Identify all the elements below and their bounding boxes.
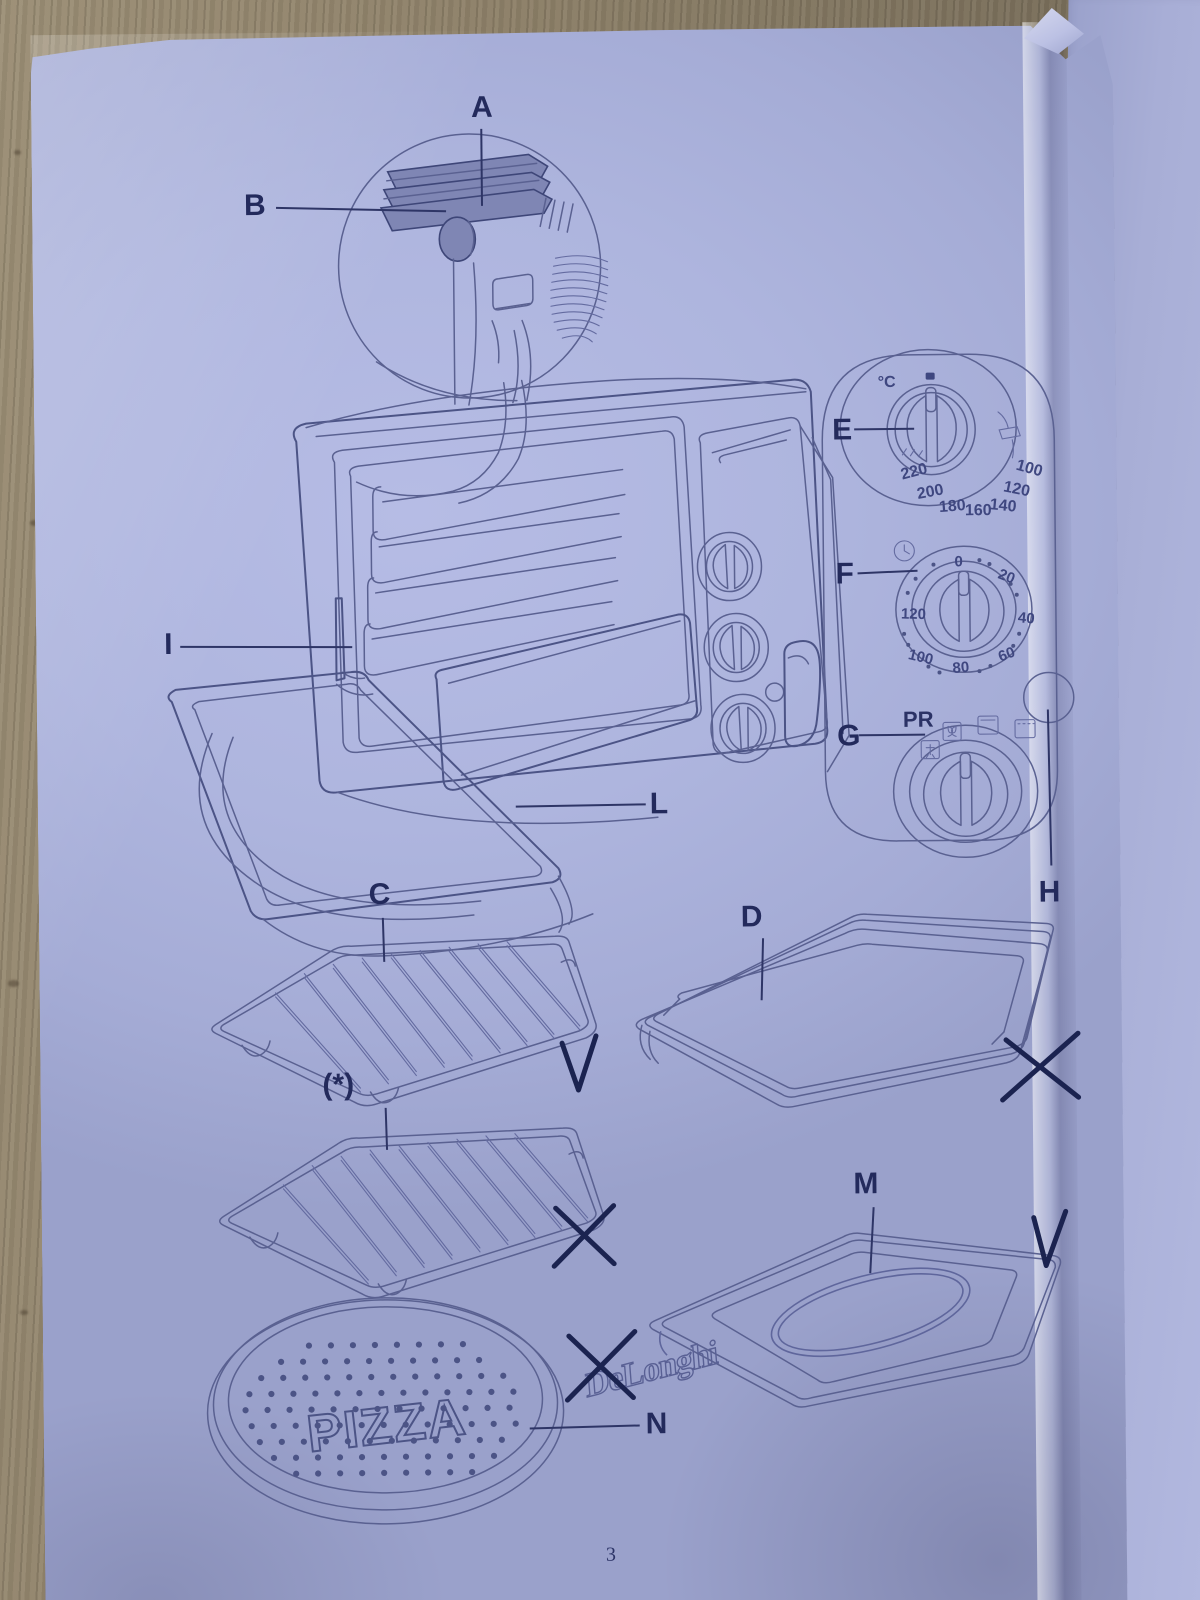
function-dial-G: PR	[892, 707, 1039, 859]
accessory-wire-rack-C	[211, 935, 597, 1107]
thermostat-unit-label: °C	[878, 374, 897, 391]
callout-G-label: G	[837, 719, 861, 752]
control-panel-detail: °C 220 200 180 160	[821, 348, 1075, 909]
mesh-vent	[550, 255, 609, 343]
callout-asterisk: (*)	[322, 1068, 389, 1150]
thermostat-tick-140: 140	[989, 496, 1017, 515]
clock-icon	[893, 540, 915, 562]
wood-knot	[30, 520, 39, 526]
thermostat-tick-160: 160	[965, 502, 992, 519]
callout-E-label: E	[832, 413, 852, 446]
oven-illustration	[167, 377, 850, 957]
callout-F-label: F	[835, 557, 854, 590]
oven-knobs	[696, 531, 785, 764]
wood-knot	[8, 980, 19, 987]
oven-door-L	[167, 670, 562, 921]
technical-illustration: A B	[30, 25, 1127, 1600]
timer-tick-40: 40	[1017, 609, 1035, 628]
callout-H-label: H	[1038, 875, 1060, 908]
thermostat-tick-220: 220	[899, 460, 929, 483]
function-icon-top-heat	[977, 715, 999, 735]
callout-L: L	[515, 787, 669, 820]
function-icon-fan	[942, 721, 962, 742]
accessory-pizza-pan-N: PIZZA	[206, 1297, 565, 1525]
lamp-knob-B	[438, 216, 477, 262]
callout-B-label: B	[244, 189, 266, 222]
callout-D: D	[741, 900, 765, 1001]
callout-I: I	[164, 628, 353, 661]
wood-knot	[14, 150, 21, 155]
callout-asterisk-label: (*)	[322, 1068, 354, 1101]
detail-panel-rect	[492, 273, 534, 311]
timer-tick-20: 20	[996, 566, 1018, 588]
timer-minor-ticks	[902, 558, 1022, 675]
callout-B: B	[244, 189, 447, 222]
callout-F: F	[835, 557, 918, 591]
callout-L-label: L	[650, 787, 669, 820]
callout-C-label: C	[368, 878, 390, 911]
hand-mark-cross-rack-asterisk	[551, 1203, 617, 1269]
pizza-emboss-text: PIZZA	[304, 1388, 470, 1464]
function-icon-rotisserie	[920, 740, 940, 760]
door-hinge-I	[334, 597, 346, 682]
callout-G: G	[837, 719, 926, 753]
accessory-baking-tray-D	[635, 913, 1055, 1108]
detail-magnifier-circle	[337, 133, 609, 504]
lamp-icon	[997, 411, 1021, 459]
page-number: 3	[606, 1544, 616, 1566]
rack-bars	[282, 1133, 589, 1285]
hand-mark-cross-pizza-n	[564, 1328, 638, 1403]
rack-bars	[274, 941, 581, 1093]
callout-M: M	[853, 1167, 879, 1274]
callout-C: C	[368, 878, 390, 962]
side-vent-slots	[539, 197, 574, 233]
thermostat-tick-200: 200	[916, 481, 945, 503]
thermostat-top-marker	[925, 372, 935, 380]
accessory-drip-pan-M: DeLonghi	[584, 1232, 1062, 1408]
hand-mark-cross-tray-d	[1000, 1030, 1082, 1103]
timer-dial-F: 0 20 40 60 80 100 120	[893, 540, 1035, 677]
callout-N-label: N	[646, 1407, 668, 1440]
timer-tick-60: 60	[996, 644, 1018, 666]
accessory-wire-rack-asterisk	[219, 1127, 605, 1299]
hand-mark-check-pan-m	[1031, 1208, 1069, 1269]
timer-tick-100: 100	[907, 646, 935, 668]
indicator-light-H: H	[1022, 671, 1075, 909]
timer-tick-120: 120	[901, 605, 926, 623]
timer-tick-0: 0	[954, 553, 963, 570]
wood-knot	[20, 1310, 28, 1315]
shelf-rails	[363, 468, 626, 676]
function-icon-bottom-heat	[1014, 719, 1036, 739]
callout-N: N	[529, 1407, 668, 1440]
callout-M-label: M	[853, 1167, 878, 1200]
thermostat-dial-E: °C 220 200 180 160	[839, 348, 1045, 519]
oven-indicator-light	[764, 682, 785, 702]
function-dial-pr-label: PR	[903, 707, 934, 732]
callout-A: A	[471, 91, 493, 206]
callout-I-label: I	[164, 628, 173, 661]
callout-E: E	[832, 413, 915, 447]
detail-leader-curve	[355, 381, 507, 497]
top-heating-element-detail	[379, 153, 554, 232]
callout-A-label: A	[471, 91, 493, 124]
pizza-pan-perforations	[242, 1341, 519, 1477]
thermostat-tick-180: 180	[938, 497, 966, 516]
side-handle	[783, 640, 822, 748]
timer-tick-80: 80	[952, 659, 970, 677]
thermostat-tick-120: 120	[1002, 478, 1032, 500]
callout-D-label: D	[741, 900, 763, 933]
hand-mark-check-rack-c	[559, 1033, 599, 1093]
thermostat-tick-100: 100	[1014, 457, 1044, 481]
